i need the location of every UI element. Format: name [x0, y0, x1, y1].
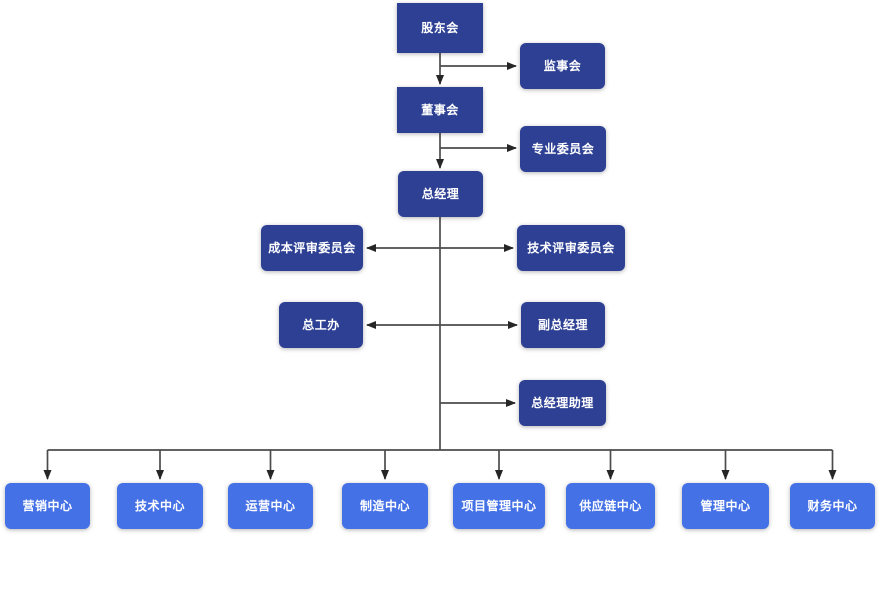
- node-technical-review-committee[interactable]: 技术评审委员会: [517, 225, 625, 271]
- node-management-center[interactable]: 管理中心: [682, 483, 769, 529]
- node-shareholders-meeting[interactable]: 股东会: [397, 3, 483, 53]
- node-professional-committee[interactable]: 专业委员会: [520, 126, 606, 172]
- node-general-manager[interactable]: 总经理: [398, 171, 483, 217]
- node-project-management-center[interactable]: 项目管理中心: [453, 483, 545, 529]
- node-chief-engineer-office[interactable]: 总工办: [279, 302, 363, 348]
- node-manufacturing-center[interactable]: 制造中心: [342, 483, 428, 529]
- node-supervisory-board[interactable]: 监事会: [520, 43, 605, 89]
- node-operations-center[interactable]: 运营中心: [228, 483, 313, 529]
- node-marketing-center[interactable]: 营销中心: [5, 483, 90, 529]
- node-technology-center[interactable]: 技术中心: [117, 483, 203, 529]
- node-supply-chain-center[interactable]: 供应链中心: [566, 483, 655, 529]
- node-deputy-general-manager[interactable]: 副总经理: [521, 302, 605, 348]
- node-board-of-directors[interactable]: 董事会: [397, 87, 483, 133]
- node-finance-center[interactable]: 财务中心: [790, 483, 875, 529]
- node-gm-assistant[interactable]: 总经理助理: [519, 380, 606, 426]
- node-cost-review-committee[interactable]: 成本评审委员会: [261, 225, 363, 271]
